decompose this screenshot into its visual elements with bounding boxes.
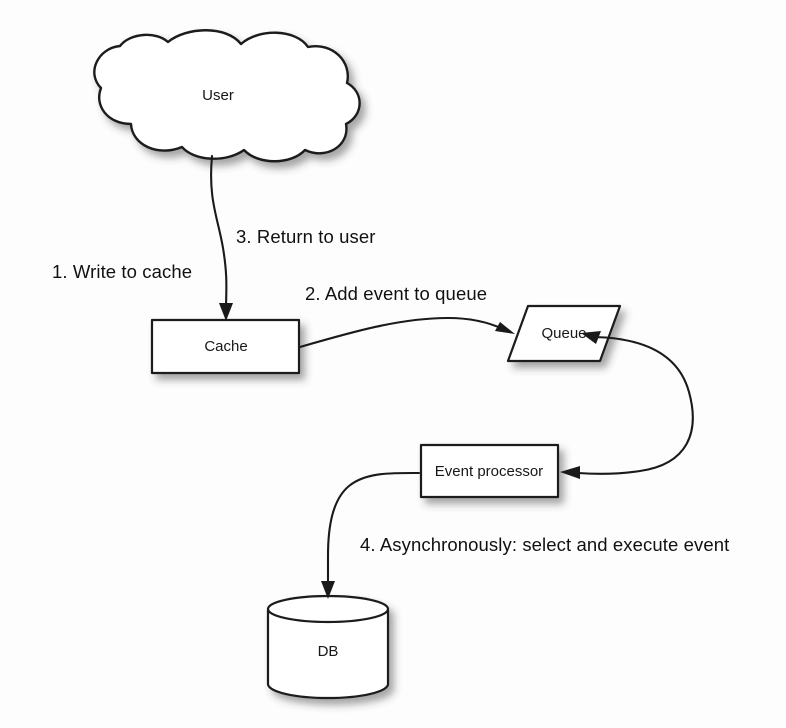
step-label-3: 3. Return to user bbox=[236, 226, 376, 247]
edge-queue-event-processor bbox=[560, 331, 694, 479]
node-label-user: User bbox=[202, 87, 234, 104]
step-label-2: 2. Add event to queue bbox=[305, 283, 488, 304]
edge-event-processor-to-db-path bbox=[326, 471, 421, 590]
edge-queue-event-processor-path bbox=[576, 335, 694, 475]
queue-parallelogram-shape bbox=[506, 304, 622, 363]
node-label-event-processor: Event processor bbox=[435, 463, 543, 480]
db-cylinder-top bbox=[266, 594, 390, 624]
edge-cache-to-queue bbox=[298, 316, 515, 349]
edge-arrowhead-into-queue bbox=[581, 331, 601, 344]
user-cloud-shape bbox=[93, 29, 361, 163]
cache-rect-shape bbox=[150, 318, 301, 375]
edge-user-to-cache bbox=[210, 154, 233, 321]
node-label-db: DB bbox=[318, 643, 339, 660]
edge-event-processor-to-db-arrowhead bbox=[321, 581, 335, 599]
node-label-queue: Queue bbox=[541, 325, 586, 342]
edge-cache-to-queue-path bbox=[298, 316, 505, 349]
node-user[interactable]: User bbox=[93, 29, 361, 163]
edge-cache-to-queue-arrowhead bbox=[495, 322, 515, 334]
edge-user-to-cache-arrowhead bbox=[219, 303, 233, 321]
node-event-processor[interactable]: Event processor bbox=[419, 443, 560, 499]
step-label-1: 1. Write to cache bbox=[52, 261, 193, 282]
node-queue[interactable]: Queue bbox=[506, 304, 622, 363]
edge-user-to-cache-path bbox=[210, 154, 228, 312]
edge-arrowhead-into-event-processor bbox=[560, 466, 580, 479]
node-db[interactable]: DB bbox=[266, 594, 390, 700]
event-processor-rect-shape bbox=[419, 443, 560, 499]
node-label-cache: Cache bbox=[204, 338, 247, 355]
db-cylinder-body bbox=[266, 607, 390, 700]
edge-event-processor-to-db bbox=[321, 471, 421, 599]
node-cache[interactable]: Cache bbox=[150, 318, 301, 375]
step-label-4: 4. Asynchronously: select and execute ev… bbox=[360, 534, 730, 555]
